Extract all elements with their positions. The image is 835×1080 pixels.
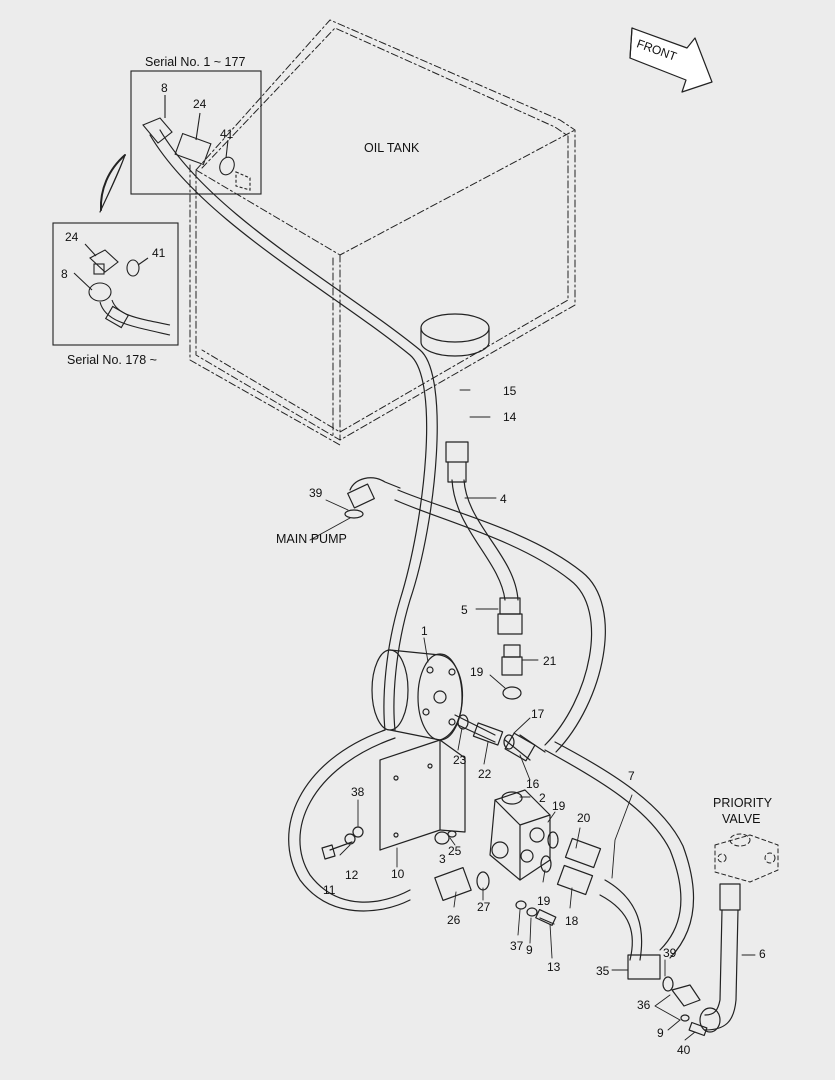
part-38: 38 [351, 785, 365, 799]
part-13: 13 [547, 960, 561, 974]
serial-top-label: Serial No. 1 ~ 177 [145, 55, 246, 69]
part-14: 14 [503, 410, 517, 424]
part-39-right: 39 [663, 946, 677, 960]
part-19-mid: 19 [552, 799, 566, 813]
part-25: 25 [448, 844, 462, 858]
main-pump-hose [344, 477, 606, 753]
part-19-low: 19 [537, 894, 551, 908]
hose-35 [599, 879, 701, 1007]
part-24-bottom: 24 [65, 230, 79, 244]
part-27: 27 [477, 900, 491, 914]
part-19-top: 19 [470, 665, 484, 679]
part-5: 5 [461, 603, 468, 617]
part-17: 17 [531, 707, 545, 721]
part-6: 6 [759, 947, 766, 961]
priority-valve [714, 833, 779, 883]
hose-6 [680, 883, 741, 1037]
part-9-mid: 9 [526, 943, 533, 957]
part-12: 12 [345, 868, 359, 882]
part-37: 37 [510, 939, 524, 953]
part-40: 40 [677, 1043, 691, 1057]
part-20: 20 [577, 811, 591, 825]
part-39-pump: 39 [309, 486, 323, 500]
part-16: 16 [526, 777, 540, 791]
part-21: 21 [543, 654, 557, 668]
priority-valve-label-1: PRIORITY [713, 796, 773, 810]
part-3: 3 [439, 852, 446, 866]
front-arrow-icon [629, 27, 713, 93]
suction-hose [149, 129, 438, 912]
oil-tank-label: OIL TANK [364, 141, 420, 155]
part-7: 7 [628, 769, 635, 783]
curved-arrow-icon [99, 154, 126, 213]
part-4: 4 [500, 492, 507, 506]
main-pump-label: MAIN PUMP [276, 532, 347, 546]
part-8-bottom: 8 [61, 267, 68, 281]
hose-7 [544, 741, 695, 959]
tank-cap [420, 313, 490, 357]
fittings-center [457, 644, 546, 762]
part-1: 1 [421, 624, 428, 638]
leader-lines [309, 389, 756, 1041]
priority-valve-label-2: VALVE [722, 812, 761, 826]
bolt-11 [321, 826, 364, 860]
part-26: 26 [447, 913, 461, 927]
serial-bottom-label: Serial No. 178 ~ [67, 353, 157, 367]
part-2: 2 [539, 791, 546, 805]
part-41-top: 41 [220, 127, 234, 141]
part-11: 11 [323, 883, 336, 897]
part-35: 35 [596, 964, 610, 978]
part-24-top: 24 [193, 97, 207, 111]
part-22: 22 [478, 767, 492, 781]
part-36: 36 [637, 998, 651, 1012]
part-9-low: 9 [657, 1026, 664, 1040]
oil-tank [189, 19, 576, 446]
inset-serial-1-177 [130, 70, 262, 195]
part-8-top: 8 [161, 81, 168, 95]
inset-serial-178 [52, 222, 179, 346]
part-15: 15 [503, 384, 517, 398]
part-10: 10 [391, 867, 405, 881]
hose-4 [445, 441, 523, 635]
part-18: 18 [565, 914, 579, 928]
part-23: 23 [453, 753, 467, 767]
part-41-bottom: 41 [152, 246, 166, 260]
